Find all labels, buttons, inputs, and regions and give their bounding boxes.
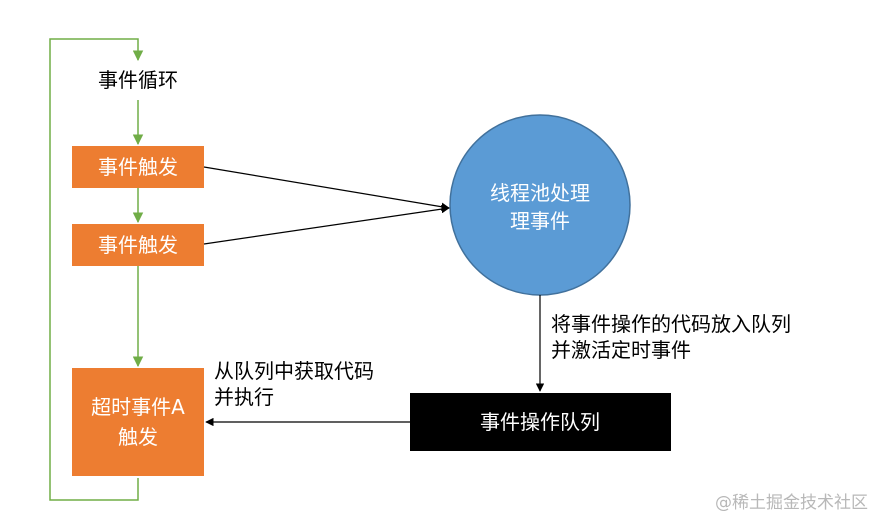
event-loop-label: 事件循环 (98, 68, 178, 92)
event-trigger-box-1: 事件触发 (72, 146, 204, 188)
event-trigger-label-1: 事件触发 (98, 155, 178, 179)
timeout-event-label-line1: 超时事件A (91, 395, 185, 419)
event-trigger-label-2: 事件触发 (98, 233, 178, 257)
from-queue-label-line1: 从队列中获取代码 (214, 359, 374, 383)
event-trigger-box-2: 事件触发 (72, 224, 204, 266)
loop-back-line (49, 38, 144, 501)
event-queue-label: 事件操作队列 (480, 410, 600, 434)
event-queue-box: 事件操作队列 (410, 393, 671, 451)
to-queue-label-line1: 将事件操作的代码放入队列 (551, 312, 791, 336)
thread-pool-label-line1: 线程池处理 (490, 181, 590, 205)
trigger1-to-pool-arrow (203, 166, 450, 211)
to-queue-label-line2: 并激活定时事件 (551, 338, 691, 362)
watermark-text: @稀土掘金技术社区 (715, 493, 868, 513)
timeout-event-label-line2: 触发 (118, 425, 158, 449)
trigger2-to-pool-arrow (203, 204, 450, 245)
timeout-event-box: 超时事件A 触发 (72, 368, 204, 476)
thread-pool-label-line2: 理事件 (510, 209, 570, 233)
from-queue-label-line2: 并执行 (214, 385, 274, 409)
thread-pool-circle: 线程池处理 理事件 (449, 114, 631, 296)
